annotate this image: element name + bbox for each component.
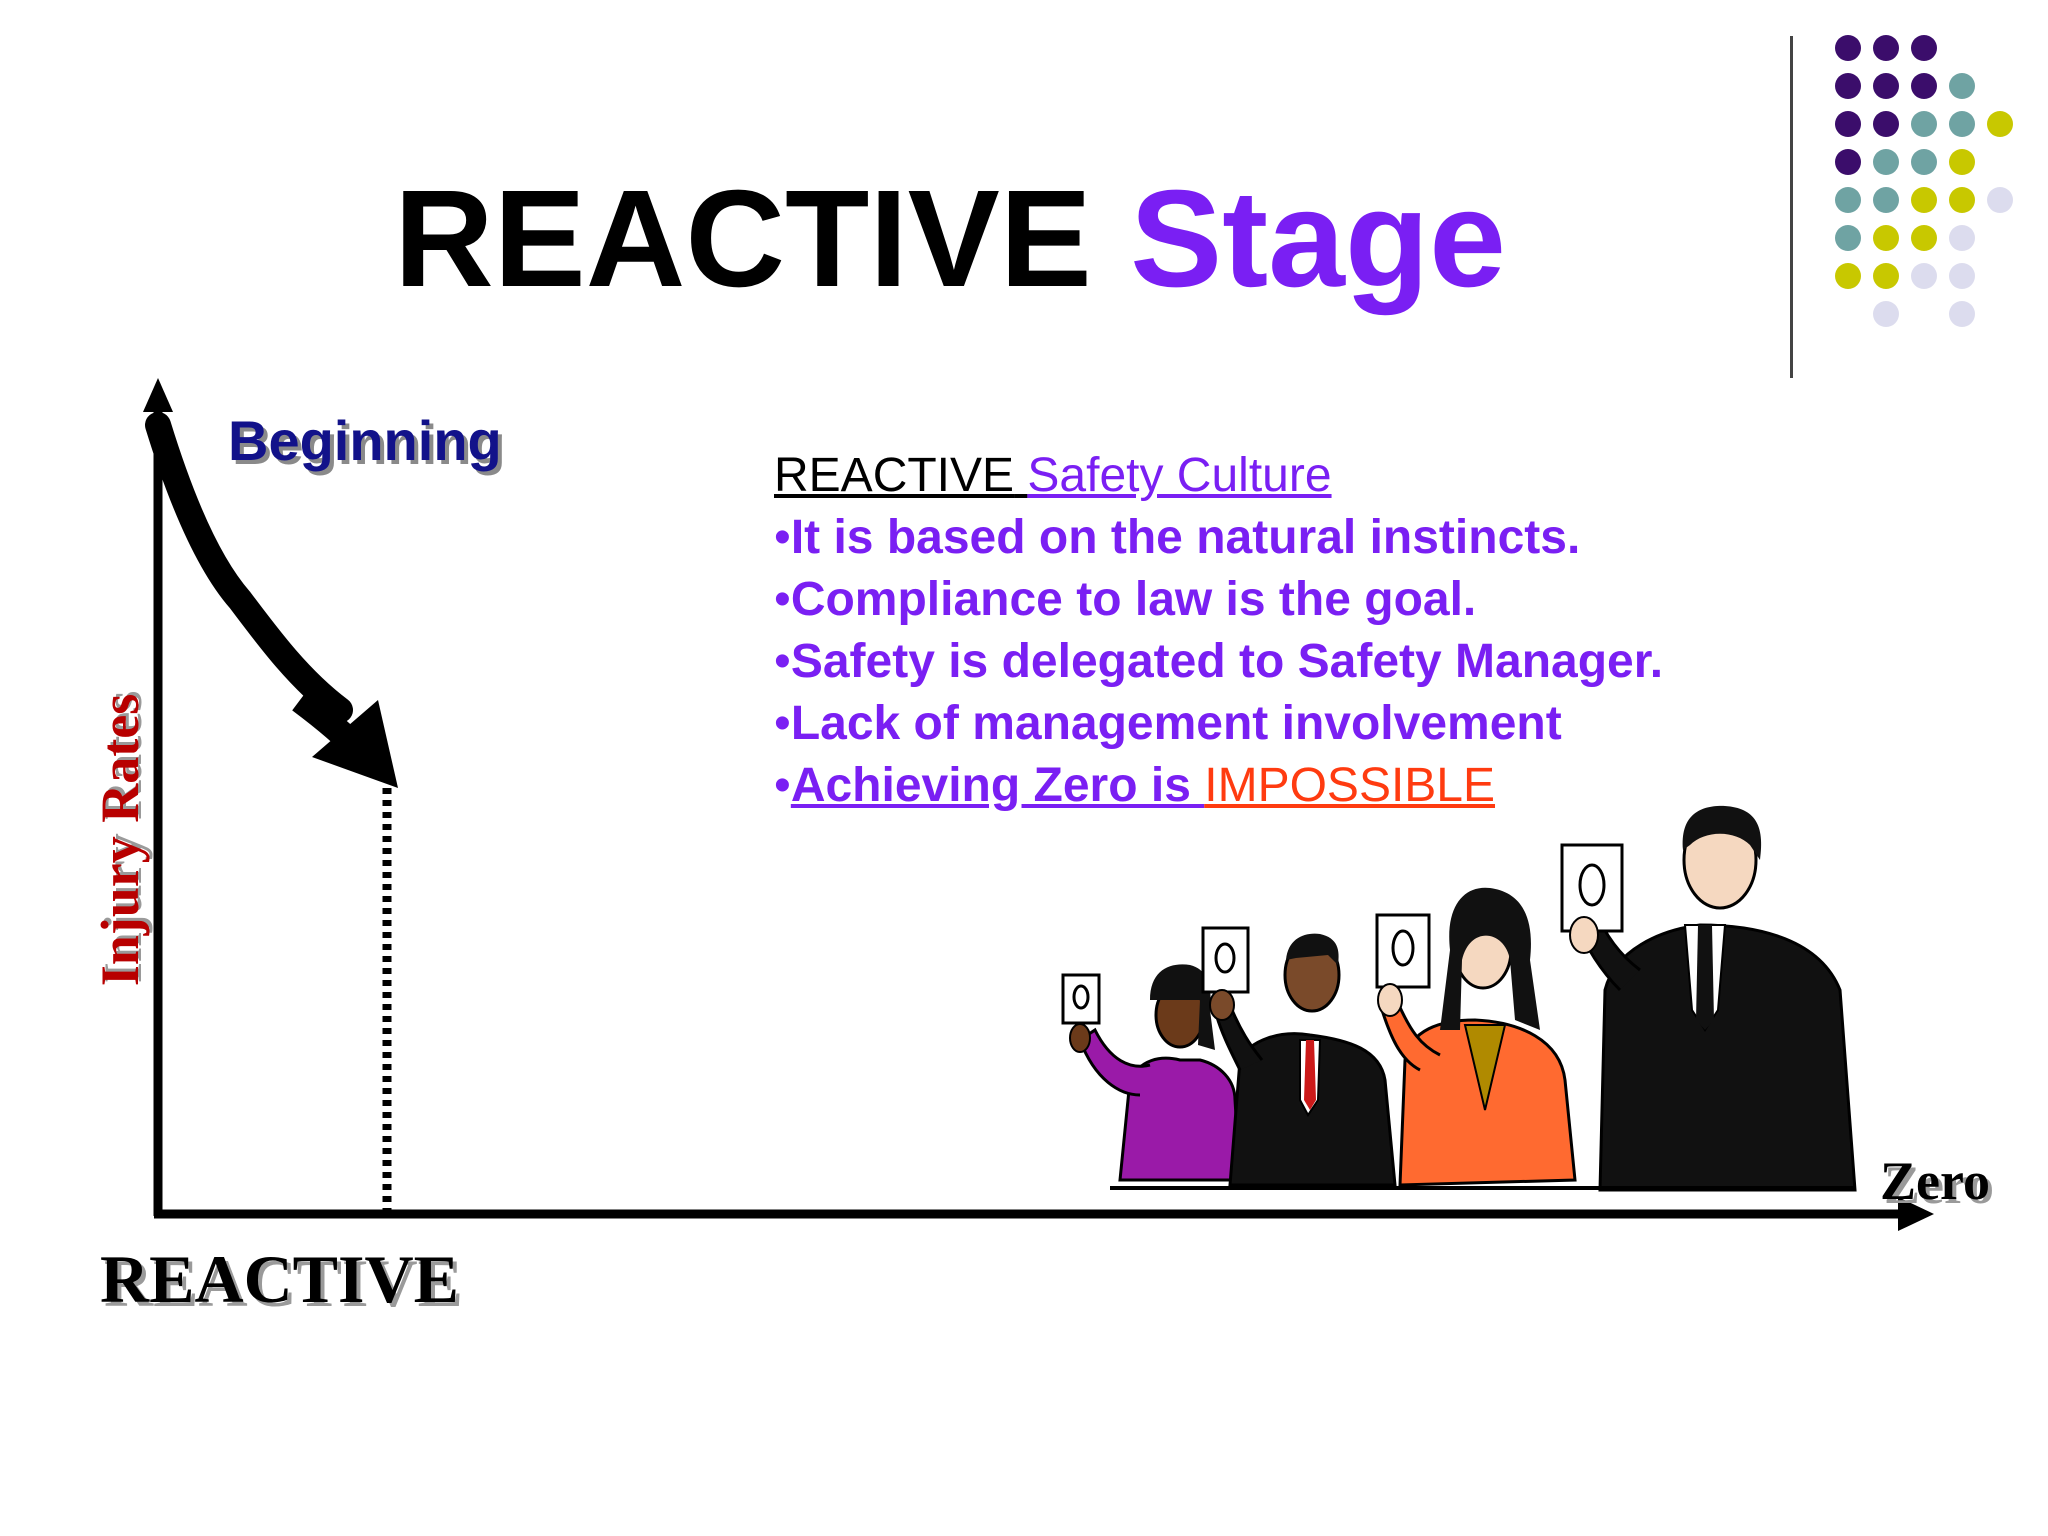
person-woman-orange [1375, 887, 1577, 1187]
decorative-dot-grid [1835, 35, 2013, 327]
person-man-black-suit [1560, 805, 1857, 1192]
person-man-red-tie [1201, 926, 1397, 1187]
y-axis-arrowhead [143, 378, 173, 412]
bullet-text: Lack of management involvement [790, 697, 1562, 750]
dot-grid-lavender [1873, 187, 2013, 327]
title-main: REACTIVE [394, 162, 1092, 316]
bullet-item: •Lack of management involvement [774, 697, 1562, 750]
dot-grid-teal [1835, 73, 1975, 251]
person-woman-magenta [1061, 964, 1242, 1182]
safety-culture-textbox: REACTIVE Safety Culture •It is based on … [774, 445, 1774, 817]
page-title: REACTIVE Stage [0, 170, 1900, 308]
textbox-heading: REACTIVE Safety Culture [774, 445, 1774, 507]
decreasing-curve-arrow [145, 412, 353, 723]
dot-grid-olive [1835, 111, 2013, 289]
title-accent: Stage [1130, 162, 1506, 316]
stage-label: REACTIVE [100, 1241, 459, 1317]
impossible-emphasis: IMPOSSIBLE [1204, 759, 1496, 812]
bullet-text: Achieving Zero is [790, 759, 1205, 812]
bullet-item-impossible: •Achieving Zero is IMPOSSIBLE [774, 759, 1496, 812]
curve-start-label: Beginning [228, 409, 502, 472]
vertical-divider [1790, 36, 1793, 378]
x-axis-end-label: Zero [1880, 1151, 1990, 1211]
bullet-text: It is based on the natural instincts. [790, 511, 1581, 564]
x-axis-arrowhead [1898, 1197, 1934, 1231]
bullet-item: •Compliance to law is the goal. [774, 573, 1477, 626]
bullet-item: •Safety is delegated to Safety Manager. [774, 635, 1664, 688]
heading-black: REACTIVE [774, 449, 1015, 502]
dot-grid-dark-purple [1835, 35, 1937, 175]
bullet-text: Safety is delegated to Safety Manager. [790, 635, 1664, 688]
bullet-text: Compliance to law is the goal. [790, 573, 1477, 626]
heading-purple: Safety Culture [1027, 449, 1332, 502]
curve-arrowhead [312, 700, 398, 788]
bullet-item: •It is based on the natural instincts. [774, 511, 1581, 564]
